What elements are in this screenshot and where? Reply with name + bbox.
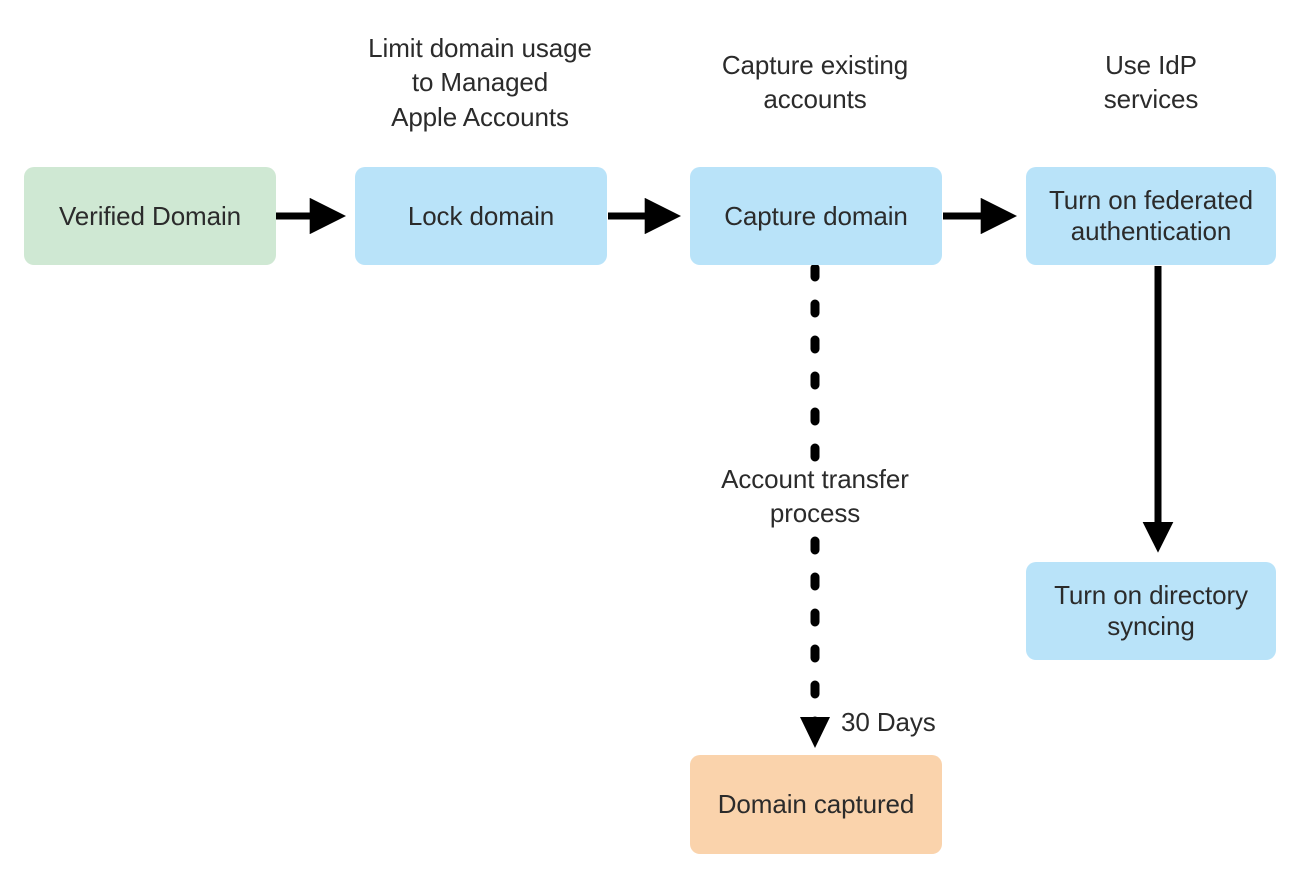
caption-lock-domain: Limit domain usage to Managed Apple Acco… <box>368 33 592 132</box>
edge-label-thirty-days: 30 Days <box>841 707 936 737</box>
node-directory-syncing[interactable]: Turn on directory syncing <box>1026 562 1276 660</box>
node-lock-domain[interactable]: Lock domain <box>355 167 607 265</box>
caption-federated-auth: Use IdP services <box>1103 50 1199 115</box>
edge-label-account-transfer-process: Account transfer process <box>721 464 909 529</box>
caption-capture-domain: Capture existing accounts <box>721 50 909 115</box>
node-capture-domain[interactable]: Capture domain <box>690 167 942 265</box>
node-federated-auth[interactable]: Turn on federated authentication <box>1026 167 1276 265</box>
node-domain-captured[interactable]: Domain captured <box>690 755 942 854</box>
dashed-arrowhead <box>800 717 830 748</box>
node-verified-domain[interactable]: Verified Domain <box>24 167 276 265</box>
